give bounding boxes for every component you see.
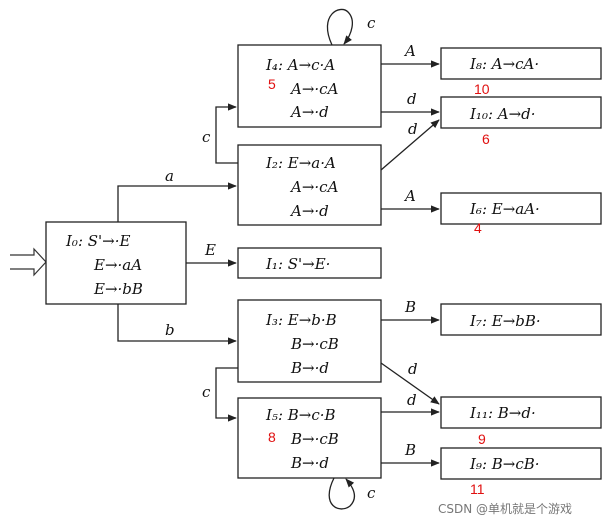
state-I2-item: A→·d [289,202,329,220]
state-I10-number: 6 [482,131,490,147]
state-I1-item: I₁: S'→E· [265,255,330,273]
state-I4: I₄: A→c·A A→·cA A→·d 5 [237,44,382,128]
transition-I4-c-I4-loop: c [326,8,376,46]
transition-I0-a-I2: a [117,167,237,222]
state-I7-item: I₇: E→bB· [469,312,541,330]
transition-label: E [204,241,216,259]
state-I5-item: I₅: B→c·B [265,406,336,424]
transition-I4-d-I10: d [381,90,440,116]
state-I4-number: 5 [268,76,276,92]
watermark: CSDN @单机就是个游戏 [438,502,572,516]
state-I0-item: I₀: S'→·E [65,232,130,250]
state-I11: I₁₁: B→d· 9 [440,396,602,447]
state-I8-item: I₈: A→cA· [469,55,539,73]
transition-I2-d-I10: d [380,119,440,171]
state-I6-number: 4 [474,220,482,236]
transition-I5-B-I9: B [381,441,440,467]
start-arrow [10,247,47,277]
transition-label: d [407,391,417,409]
state-I3-item: B→·cB [290,335,339,353]
transition-label: B [404,298,416,316]
transition-I5-c-I5-loop: c [328,477,376,510]
transition-I0-E-I1: E [186,241,237,267]
transition-label: c [202,383,211,401]
transition-label: b [165,321,175,339]
state-I1: I₁: S'→E· [237,247,382,279]
state-I9: I₉: B→cB· 11 [440,447,602,497]
state-I0-item: E→·bB [93,280,143,298]
transition-label: c [202,128,211,146]
state-I8: I₈: A→cA· 10 [440,47,602,97]
state-I2-item: A→·cA [289,178,339,196]
transition-I3-d-I11: d [380,360,440,405]
transition-label: A [403,187,416,205]
transition-I2-A-I6: A [381,187,440,213]
state-I3-item: I₃: E→b·B [265,311,337,329]
state-I5-number: 8 [268,429,276,445]
state-I10-item: I₁₀: A→d· [469,105,536,123]
state-I10: I₁₀: A→d· 6 [440,96,602,147]
state-I3: I₃: E→b·B B→·cB B→·d [237,299,382,383]
transition-label: B [404,441,416,459]
state-I2: I₂: E→a·A A→·cA A→·d [237,144,382,226]
transition-I2-c-I4: c [202,103,238,164]
transition-I3-c-I5: c [202,367,238,422]
transition-label: a [165,167,174,185]
state-I4-item: A→·d [289,103,329,121]
state-I4-item: A→·cA [289,80,339,98]
transition-label: d [407,90,417,108]
transition-label: d [408,360,418,378]
transition-I3-B-I7: B [381,298,440,324]
state-I11-item: I₁₁: B→d· [469,404,536,422]
transition-label: d [408,120,418,138]
transition-I4-A-I8: A [381,42,440,68]
state-I9-item: I₉: B→cB· [469,455,540,473]
transition-label: c [367,484,376,502]
transition-label: A [403,42,416,60]
state-I5-item: B→·d [290,454,329,472]
transition-label: c [367,14,376,32]
state-I5: I₅: B→c·B B→·cB B→·d 8 [237,397,382,479]
state-I8-number: 10 [474,81,490,97]
state-I9-number: 11 [470,481,485,497]
state-I5-item: B→·cB [290,430,339,448]
transition-I5-d-I11: d [381,391,440,416]
state-I0: I₀: S'→·E E→·aA E→·bB [45,221,187,305]
state-I0-item: E→·aA [93,256,142,274]
state-I11-number: 9 [478,431,486,447]
state-I2-item: I₂: E→a·A [265,154,336,172]
transition-I0-b-I3: b [117,304,237,345]
state-I6-item: I₆: E→aA· [469,200,540,218]
state-I6: I₆: E→aA· 4 [440,192,602,236]
state-I4-item: I₄: A→c·A [265,56,335,74]
state-I7: I₇: E→bB· [440,303,602,336]
state-I3-item: B→·d [290,359,329,377]
